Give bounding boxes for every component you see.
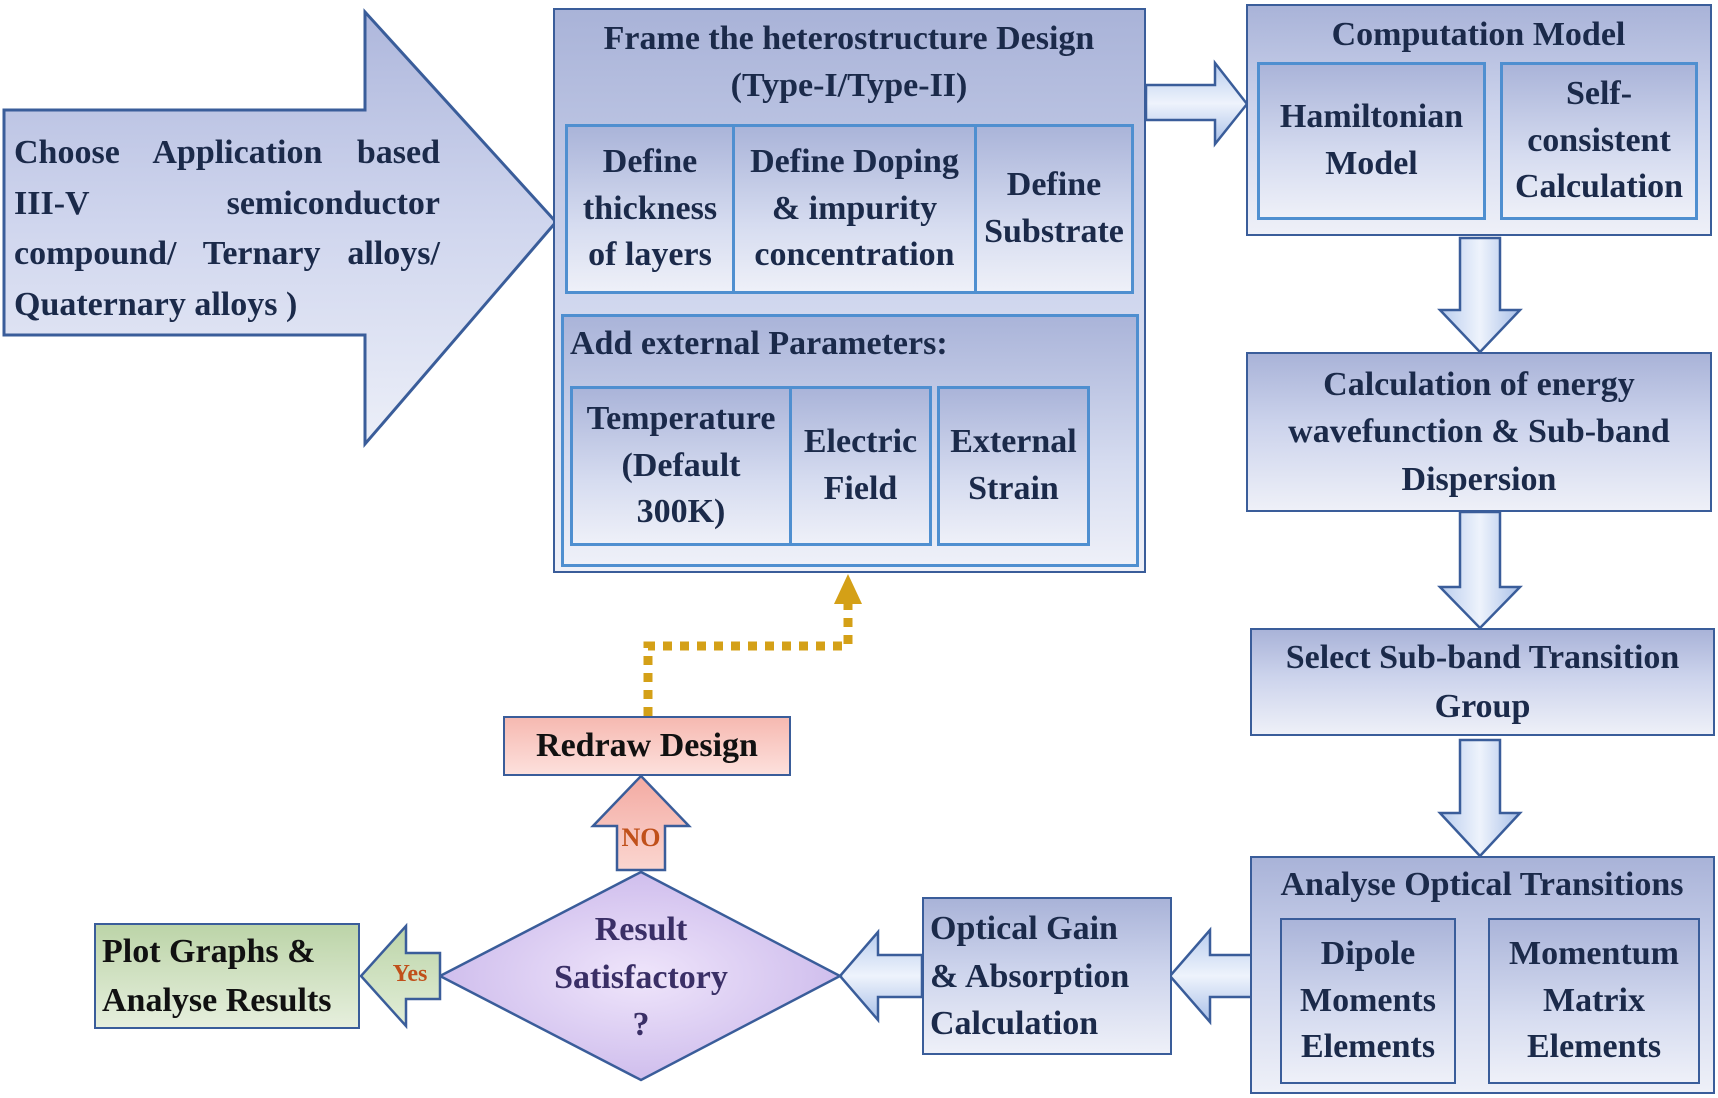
arrow-frame-to-computation — [1144, 59, 1249, 148]
arrow-select-to-optical — [1437, 738, 1523, 858]
frame-title-line-1: Frame the heterostructure Design — [603, 20, 1095, 57]
redraw-design-box: Redraw Design — [503, 716, 791, 776]
substrate-line-2: Substrate — [984, 213, 1124, 250]
arrow-computation-to-energy — [1437, 236, 1523, 354]
self-consistent-line-1: Self- — [1565, 74, 1633, 112]
application-line-3: compound/ Ternary alloys/ — [14, 235, 440, 272]
result-diamond — [437, 870, 843, 1082]
strain-line-1: External — [950, 423, 1077, 461]
electric-line-2: Field — [823, 470, 898, 507]
application-line-1: Choose Application based — [14, 134, 440, 171]
plot-graphs-box: Plot Graphs & Analyse Results — [94, 923, 360, 1029]
arrow-gain-to-result — [838, 928, 924, 1024]
result-line-3: ? — [632, 1006, 650, 1044]
momentum-line-2: Matrix — [1543, 981, 1645, 1019]
dipole-line-3: Elements — [1300, 1028, 1436, 1066]
strain-line-2: Strain — [968, 470, 1059, 507]
application-line-2: III-V semiconductor — [14, 184, 440, 222]
electric-line-1: Electric — [803, 423, 918, 461]
hamiltonian-line-2: Model — [1325, 145, 1418, 182]
computation-model-box: Computation Model Hamiltonian Model Self… — [1246, 4, 1712, 236]
optical-transitions-box: Analyse Optical Transitions Dipole Momen… — [1250, 856, 1715, 1094]
doping-line-3: concentration — [754, 236, 955, 274]
select-line-1: Select Sub-band Transition — [1285, 638, 1680, 676]
external-parameters-box: Add external Parameters: Temperature (De… — [561, 314, 1139, 567]
frame-title: Frame the heterostructure Design (Type-I… — [555, 16, 1143, 110]
no-label: NO — [621, 823, 661, 852]
self-consistent-line-3: Calculation — [1514, 168, 1684, 206]
yes-label: Yes — [392, 961, 428, 987]
feedback-dotted-line — [643, 604, 853, 716]
no-arrow — [590, 774, 692, 872]
plot-line-1: Plot Graphs & — [102, 933, 316, 970]
yes-arrow — [359, 922, 442, 1030]
result-line-1: Result — [594, 911, 688, 948]
external-parameters-title: Add external Parameters: — [570, 325, 948, 362]
gain-line-2: & Absorption — [930, 957, 1130, 995]
define-doping-box: Define Doping & impurity concentration — [732, 124, 977, 294]
application-text: Choose Application based III-V semicondu… — [14, 128, 440, 330]
self-consistent-line-2: consistent — [1527, 121, 1671, 159]
dipole-moments-box: Dipole Moments Elements — [1280, 918, 1456, 1084]
thickness-line-1: Define — [602, 142, 698, 180]
select-line-2: Group — [1434, 688, 1531, 725]
temperature-line-3: 300K) — [636, 493, 726, 531]
dipole-line-2: Moments — [1300, 981, 1436, 1019]
optical-title: Analyse Optical Transitions — [1280, 866, 1684, 903]
plot-line-2: Analyse Results — [102, 982, 332, 1020]
temperature-line-1: Temperature — [586, 399, 776, 437]
temperature-line-2: (Default — [621, 446, 741, 484]
arrow-optical-to-gain — [1168, 926, 1254, 1026]
define-substrate-box: Define Substrate — [974, 124, 1134, 294]
application-line-4: Quaternary alloys ) — [14, 285, 298, 323]
momentum-line-3: Elements — [1526, 1028, 1662, 1066]
energy-line-1: Calculation of energy — [1323, 365, 1635, 403]
optical-gain-box: Optical Gain & Absorption Calculation — [922, 897, 1172, 1055]
gain-line-1: Optical Gain — [930, 910, 1118, 947]
thickness-line-2: thickness — [582, 189, 718, 227]
input-arrow-shape — [2, 8, 559, 449]
define-thickness-box: Define thickness of layers — [565, 124, 735, 294]
dipole-line-1: Dipole — [1320, 934, 1416, 972]
select-subband-box: Select Sub-band Transition Group — [1250, 628, 1715, 736]
frame-title-line-2: (Type-I/Type-II) — [730, 66, 968, 104]
external-strain-box: External Strain — [937, 386, 1090, 546]
momentum-line-1: Momentum — [1509, 934, 1679, 972]
doping-line-1: Define Doping — [750, 142, 959, 180]
result-line-2: Satisfactory — [554, 958, 728, 996]
self-consistent-box: Self- consistent Calculation — [1500, 62, 1698, 220]
energy-calculation-box: Calculation of energy wavefunction & Sub… — [1246, 352, 1712, 512]
doping-line-2: & impurity — [771, 189, 938, 227]
hamiltonian-line-1: Hamiltonian — [1279, 98, 1464, 136]
substrate-line-1: Define — [1006, 166, 1102, 204]
computation-title: Computation Model — [1331, 16, 1626, 53]
energy-line-2: wavefunction & Sub-band — [1288, 413, 1670, 451]
electric-field-box: Electric Field — [789, 386, 932, 546]
energy-line-3: Dispersion — [1401, 460, 1557, 498]
feedback-arrowhead — [834, 574, 862, 604]
temperature-box: Temperature (Default 300K) — [570, 386, 792, 546]
momentum-matrix-box: Momentum Matrix Elements — [1488, 918, 1700, 1084]
redraw-label: Redraw Design — [536, 727, 758, 764]
frame-heterostructure-box: Frame the heterostructure Design (Type-I… — [553, 8, 1146, 573]
hamiltonian-model-box: Hamiltonian Model — [1257, 62, 1486, 220]
gain-line-3: Calculation — [930, 1005, 1099, 1043]
result-satisfactory-text: Result Satisfactory ? — [531, 906, 751, 1049]
thickness-line-3: of layers — [588, 236, 712, 274]
arrow-energy-to-select — [1437, 510, 1523, 630]
